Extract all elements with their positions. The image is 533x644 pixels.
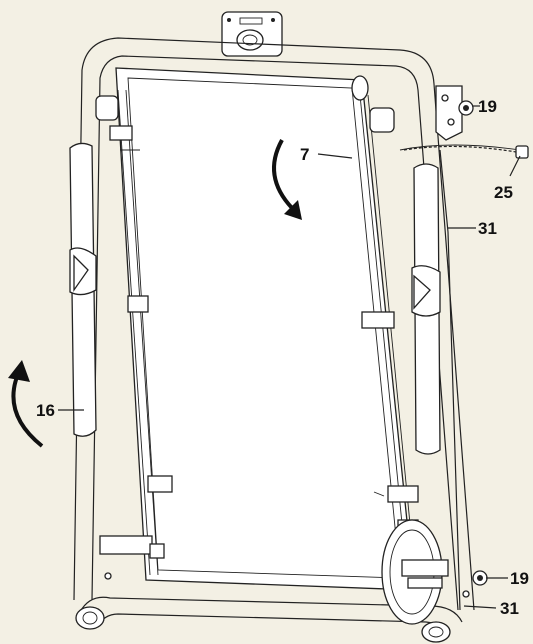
curved-arrow-up-icon: [8, 360, 44, 448]
callout-25: 25: [494, 183, 513, 202]
callout-31-bottom: 31: [500, 599, 519, 618]
top-mount-plate: [221, 11, 283, 57]
knob-bottom: [472, 570, 488, 586]
left-handle-tube: [69, 142, 97, 437]
transport-wheel: [381, 519, 449, 625]
left-side-rail: [99, 125, 173, 559]
leader-lines: [58, 105, 521, 609]
top-right-bracket: [399, 85, 529, 611]
knob-top: [458, 100, 474, 116]
curved-arrow-clockwise-down-icon: [272, 139, 302, 220]
callout-19-top: 19: [478, 97, 497, 116]
callout-16: 16: [36, 401, 55, 420]
right-handle-tube: [411, 163, 441, 455]
running-deck: [115, 67, 417, 591]
callout-19-bottom: 19: [510, 569, 529, 588]
rollers: [95, 75, 395, 133]
callout-7: 7: [300, 145, 309, 164]
callout-31-top: 31: [478, 219, 497, 238]
base-feet: [75, 572, 470, 643]
